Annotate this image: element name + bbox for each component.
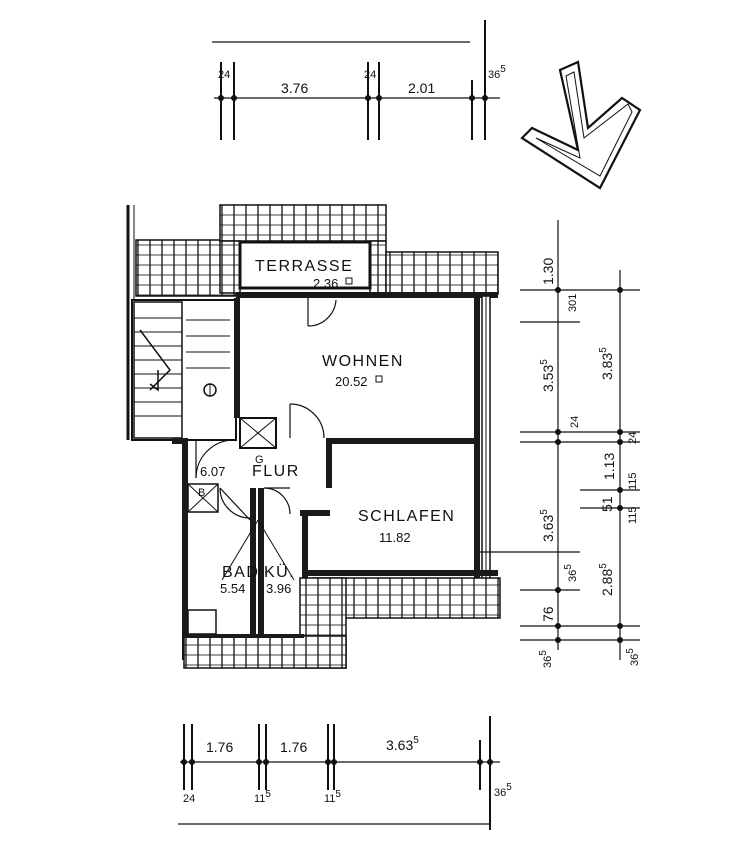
- room-label-bad: BAD: [222, 564, 259, 581]
- dim-right-353: 3.535: [539, 359, 556, 392]
- marker-bad-b: B: [198, 487, 205, 499]
- dim-bottom-176b: 1.76: [280, 739, 307, 755]
- dim-right-113: 1.13: [601, 453, 617, 480]
- dim-right-51: 51: [599, 496, 615, 512]
- building-outline: [126, 204, 501, 669]
- room-area-kueche: 3.96: [266, 581, 291, 596]
- dim-top-201: 2.01: [408, 80, 435, 96]
- dim-bottom-176a: 1.76: [206, 739, 233, 755]
- room-area-flur: 6.07: [200, 464, 225, 479]
- dim-right-115: 115: [627, 472, 639, 490]
- room-label-kueche: KÜ.: [264, 563, 295, 581]
- dim-top-376: 3.76: [281, 80, 308, 96]
- room-label-terrasse: TERRASSE: [255, 258, 353, 275]
- dim-right-365b: 365: [538, 650, 554, 668]
- room-label-schlafen: SCHLAFEN: [358, 508, 455, 525]
- dim-bottom-115a: 115: [254, 789, 271, 805]
- dim-right-24a: 24: [569, 416, 581, 428]
- top-dimension-chain: 24 3.76 24 2.01 365: [212, 20, 506, 140]
- dim-right-301: 301: [567, 294, 579, 312]
- room-label-flur: FLUR: [252, 463, 300, 480]
- room-area-wohnen: 20.52: [335, 374, 368, 389]
- dim-right-365c: 365: [625, 648, 641, 666]
- dim-bottom-363: 3.635: [386, 735, 419, 753]
- room-labels: TERRASSE 2.36 WOHNEN 20.52 G 6.07 FLUR B…: [198, 258, 455, 596]
- dim-top-365: 365: [488, 64, 506, 81]
- room-area-bad: 5.54: [220, 581, 245, 596]
- dim-bottom-115b: 115: [324, 789, 341, 805]
- right-dimension-chain: 1.30 301 3.535 3.835 24 1.13 24 115 51 1…: [480, 220, 641, 668]
- dim-bottom-24: 24: [183, 793, 195, 805]
- dim-right-76: 76: [540, 606, 556, 622]
- dim-right-115b: 115: [627, 506, 639, 524]
- room-area-schlafen: 11.82: [379, 530, 411, 545]
- bottom-dimension-chain: 1.76 1.76 3.635 24 115 115 365: [178, 716, 512, 830]
- dim-right-383: 3.835: [598, 347, 615, 380]
- dim-right-365a: 365: [563, 564, 579, 582]
- dim-right-288: 2.885: [598, 563, 615, 596]
- dim-right-130: 1.30: [540, 258, 556, 285]
- dim-right-24b: 24: [627, 432, 639, 444]
- dim-top-24a: 24: [218, 69, 230, 81]
- dim-right-363: 3.635: [539, 509, 556, 542]
- dim-top-24b: 24: [364, 69, 376, 81]
- north-arrow-icon: [520, 60, 642, 190]
- dim-bottom-365: 365: [494, 782, 512, 799]
- room-label-wohnen: WOHNEN: [322, 353, 404, 370]
- room-area-terrasse: 2.36: [313, 276, 338, 291]
- marker-flur-g: G: [255, 454, 264, 466]
